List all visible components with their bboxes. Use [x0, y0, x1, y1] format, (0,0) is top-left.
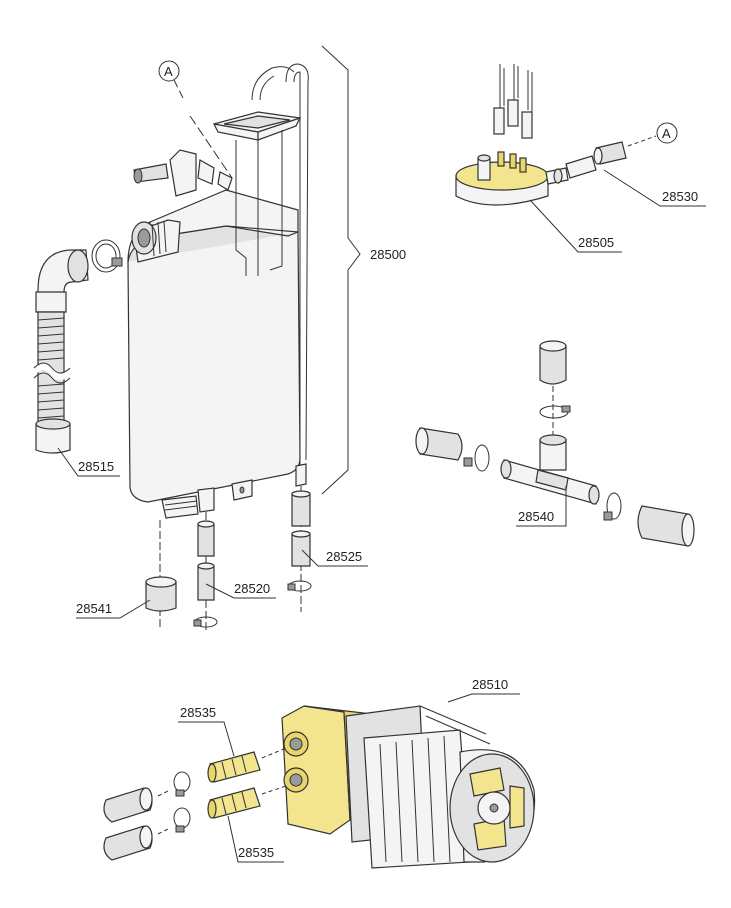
label-28530: 28530 — [662, 189, 698, 204]
leader-28505 — [529, 199, 622, 253]
leader-28535-bottom — [227, 815, 284, 863]
hose-assembly — [31, 239, 123, 454]
callout-a-right — [656, 122, 678, 144]
svg-text:A: A — [662, 126, 671, 141]
tee-fitting-assembly — [415, 340, 695, 547]
svg-text:A: A — [164, 64, 173, 79]
leader-28540 — [516, 486, 567, 527]
label-28505: 28505 — [578, 235, 614, 250]
label-28540: 28540 — [518, 509, 554, 524]
label-28500: 28500 — [370, 247, 406, 262]
label-28535-bottom: 28535 — [238, 845, 274, 860]
leader-28530 — [603, 169, 706, 207]
lower-hoses — [145, 486, 312, 630]
tank-assembly — [127, 63, 309, 519]
label-28525: 28525 — [326, 549, 362, 564]
tube-28530 — [565, 141, 627, 179]
label-28515: 28515 — [78, 459, 114, 474]
leader-28510 — [447, 693, 520, 703]
label-28510: 28510 — [472, 677, 508, 692]
callout-a-top: A — [158, 60, 233, 179]
pump-assembly — [281, 705, 536, 869]
pressure-switch — [455, 64, 569, 206]
leader-28515 — [57, 447, 120, 477]
bracket-28500 — [321, 45, 361, 495]
leader-28541 — [76, 599, 151, 619]
label-28541: 28541 — [76, 601, 112, 616]
label-28520: 28520 — [234, 581, 270, 596]
leader-28520 — [205, 583, 276, 599]
leader-28535-top — [178, 721, 235, 757]
label-28535-top: 28535 — [180, 705, 216, 720]
hose-nozzles — [103, 747, 287, 861]
leader-28525 — [301, 549, 368, 567]
